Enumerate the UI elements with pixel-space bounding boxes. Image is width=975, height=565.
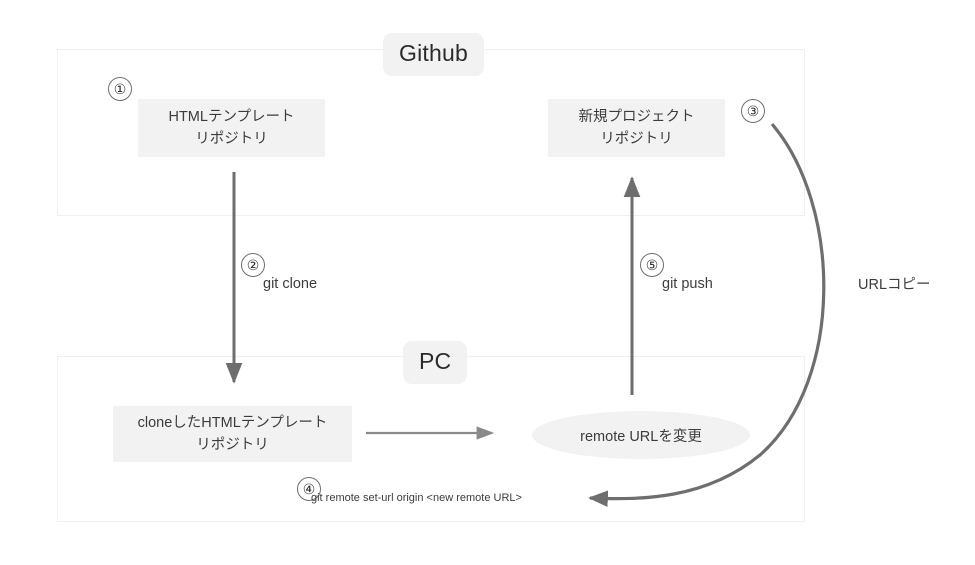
node-label: remote URLを変更 [580, 428, 702, 445]
node-cloned-template-repo[interactable]: cloneしたHTMLテンプレート リポジトリ [113, 406, 352, 462]
zone-label-pc: PC [403, 341, 468, 384]
node-line-1: 新規プロジェクト [578, 108, 695, 125]
node-line-1: HTMLテンプレート [168, 108, 295, 125]
node-line-2: リポジトリ [195, 131, 268, 147]
edge-label-set-url-command: git remote set-url origin <new remote UR… [311, 492, 522, 504]
edge-label-git-push: git push [662, 276, 713, 292]
node-html-template-repo[interactable]: HTMLテンプレート リポジトリ [138, 99, 325, 157]
zone-label-github: Github [383, 33, 484, 76]
step-marker-2: ② [241, 253, 265, 277]
edge-label-url-copy: URLコピー [858, 277, 931, 293]
node-line-2: リポジトリ [196, 437, 269, 453]
node-line-2: リポジトリ [600, 131, 673, 147]
step-marker-4: ④ [297, 477, 321, 501]
step-marker-3: ③ [741, 99, 765, 123]
step-marker-1: ① [108, 77, 132, 101]
node-new-project-repo[interactable]: 新規プロジェクト リポジトリ [548, 99, 725, 157]
node-remote-url-change[interactable]: remote URLを変更 [532, 411, 750, 459]
step-marker-5: ⑤ [640, 253, 664, 277]
node-line-1: cloneしたHTMLテンプレート [137, 414, 328, 431]
edge-label-git-clone: git clone [263, 276, 318, 292]
